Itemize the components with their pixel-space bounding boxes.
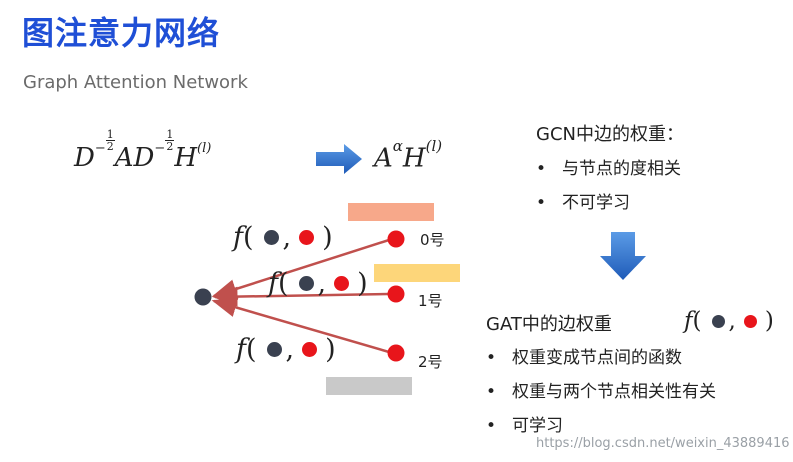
neighbor-node-icon	[299, 230, 315, 245]
page-title: 图注意力网络	[22, 14, 221, 52]
function-symbol: f	[268, 268, 278, 299]
close-paren: )	[322, 222, 333, 253]
gcn-heading: GCN中边的权重：	[536, 124, 684, 145]
bullet-dot: •	[536, 159, 547, 179]
bullet-text: 权重变成节点间的函数	[512, 348, 682, 368]
page-subtitle: Graph Attention Network	[23, 72, 248, 93]
node-label-2: 2号	[418, 353, 443, 371]
frac-num: 1	[165, 128, 175, 142]
gat-attention-function: f(,)	[684, 308, 774, 334]
function-symbol: f	[684, 308, 693, 334]
bullet-dot: •	[486, 382, 497, 402]
node-label-1: 1号	[418, 292, 443, 310]
exponent-minus: −	[154, 141, 166, 157]
open-paren: (	[246, 334, 257, 365]
edge-1	[212, 286, 390, 307]
bullet-dot: •	[536, 193, 547, 213]
open-paren: (	[278, 268, 289, 299]
center-node-icon	[263, 230, 279, 245]
formula-d: D	[74, 143, 95, 173]
weight-bar-2	[326, 377, 412, 395]
formula-d2: D	[133, 143, 155, 173]
bullet-text: 不可学习	[562, 193, 630, 213]
comma: ,	[728, 308, 736, 334]
close-paren: )	[764, 308, 774, 334]
formula-h-layer: (l)	[197, 141, 212, 157]
close-paren: )	[357, 268, 368, 299]
comma: ,	[317, 268, 327, 299]
gat-bullet-2: • 权重与两个节点相关性有关	[486, 377, 716, 402]
center-node	[194, 288, 212, 306]
neighbor-node-0	[387, 230, 405, 248]
bullet-text: 权重与两个节点相关性有关	[512, 382, 716, 402]
transform-arrow-icon	[316, 144, 362, 174]
gat-heading: GAT中的边权重	[486, 314, 612, 335]
neighbor-node-1	[387, 285, 405, 303]
open-paren: (	[243, 222, 254, 253]
formula-h: H	[174, 143, 197, 173]
edge-2	[211, 297, 390, 354]
attention-function-1: f(,)	[268, 268, 368, 299]
formula-h: H	[402, 143, 426, 174]
attention-function-0: f(,)	[233, 222, 333, 253]
bullet-dot: •	[486, 416, 497, 436]
open-paren: (	[692, 308, 702, 334]
comma: ,	[282, 222, 292, 253]
node-label-0: 0号	[420, 231, 445, 249]
neighbor-node-icon	[743, 314, 757, 328]
function-symbol: f	[236, 334, 246, 365]
formula-a: A	[114, 143, 134, 173]
center-node-icon	[266, 342, 282, 357]
down-arrow-icon	[600, 232, 646, 280]
gat-bullet-3: • 可学习	[486, 411, 563, 436]
gat-bullet-1: • 权重变成节点间的函数	[486, 343, 682, 368]
bullet-text: 与节点的度相关	[562, 159, 681, 179]
bullet-dot: •	[486, 348, 497, 368]
bullet-text: 可学习	[512, 416, 563, 436]
neighbor-node-icon	[302, 342, 318, 357]
attention-function-2: f(,)	[236, 334, 336, 365]
frac-num: 1	[105, 128, 115, 142]
formula-alpha: α	[392, 137, 403, 155]
watermark-url: https://blog.csdn.net/weixin_43889416	[536, 436, 790, 451]
center-node-icon	[711, 314, 725, 328]
center-node-icon	[298, 276, 314, 291]
frac-den: 2	[106, 140, 114, 154]
weight-bar-1	[374, 264, 460, 282]
gat-formula: AαH(l)	[374, 137, 442, 174]
formula-a: A	[374, 143, 393, 174]
gcn-bullet-2: • 不可学习	[536, 188, 630, 213]
gcn-bullet-1: • 与节点的度相关	[536, 154, 681, 179]
edge-0	[211, 238, 390, 299]
close-paren: )	[325, 334, 336, 365]
function-symbol: f	[233, 222, 243, 253]
frac-den: 2	[166, 140, 174, 154]
formula-h-layer: (l)	[425, 137, 443, 155]
neighbor-node-icon	[334, 276, 350, 291]
exponent-minus: −	[94, 141, 106, 157]
comma: ,	[285, 334, 295, 365]
neighbor-node-2	[387, 344, 405, 362]
weight-bar-0	[348, 203, 434, 221]
